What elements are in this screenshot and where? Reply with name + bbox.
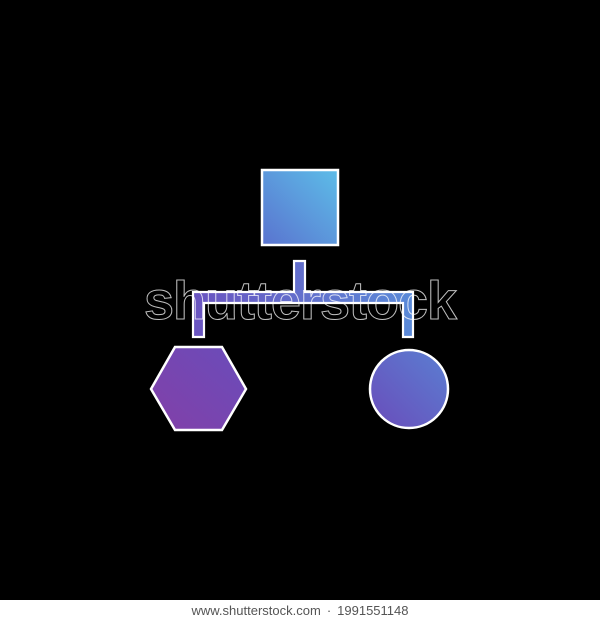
root-square-node — [260, 168, 340, 247]
hexagon-node — [149, 345, 248, 432]
footer-separator: · — [326, 602, 332, 618]
connector-lines — [191, 259, 415, 339]
footer-credit: www.shutterstock.com · 1991551148 — [0, 600, 600, 620]
footer-site: www.shutterstock.com — [191, 602, 321, 618]
circle-node — [368, 348, 450, 430]
footer-image-id: 1991551148 — [337, 602, 409, 618]
hierarchy-flowchart-icon — [149, 168, 450, 432]
icon-canvas: shutterstock — [0, 0, 600, 600]
